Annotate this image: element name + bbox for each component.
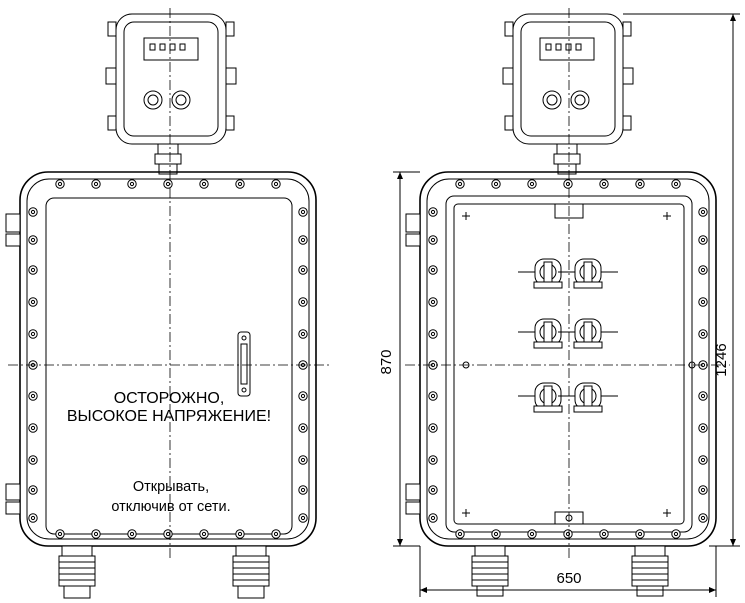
bolt — [428, 265, 438, 275]
bolt — [298, 455, 308, 465]
bolt — [28, 235, 38, 245]
circuit-breakers — [518, 258, 618, 413]
bolt — [28, 329, 38, 339]
bolt — [28, 265, 38, 275]
bolt — [298, 265, 308, 275]
bolt — [163, 529, 173, 539]
bolt — [298, 235, 308, 245]
bolt — [199, 529, 209, 539]
bolt — [298, 513, 308, 523]
bottom-gland-front-left — [58, 545, 96, 599]
door-handle — [237, 331, 251, 397]
bolt — [698, 423, 708, 433]
bolt — [428, 391, 438, 401]
bolt — [698, 207, 708, 217]
bolt — [28, 423, 38, 433]
main-enclosure-front — [5, 171, 317, 547]
breaker — [558, 382, 618, 413]
bolt — [91, 529, 101, 539]
bolt — [28, 485, 38, 495]
breaker — [558, 258, 618, 289]
bolt — [491, 179, 501, 189]
bolt — [127, 529, 137, 539]
main-enclosure-open — [405, 171, 717, 547]
bolt — [635, 529, 645, 539]
bolt — [271, 529, 281, 539]
bolt — [163, 179, 173, 189]
bolt — [671, 179, 681, 189]
bolt — [527, 529, 537, 539]
bolt — [428, 329, 438, 339]
bottom-gland-open-left — [471, 545, 509, 597]
bolt — [298, 329, 308, 339]
bolt — [428, 297, 438, 307]
bolt — [298, 423, 308, 433]
bolt — [298, 207, 308, 217]
bottom-gland-front-right — [232, 545, 270, 599]
bolt — [28, 513, 38, 523]
bolt — [527, 179, 537, 189]
bolt — [28, 455, 38, 465]
bottom-gland-open-right — [631, 545, 669, 597]
breaker — [558, 318, 618, 349]
bolt — [698, 455, 708, 465]
top-gland-front — [154, 143, 182, 175]
bolt — [428, 455, 438, 465]
top-gland-open — [553, 143, 581, 175]
bolt — [698, 235, 708, 245]
warning-line-1: ОСТОРОЖНО, — [114, 390, 225, 407]
mounting-marks — [462, 212, 696, 517]
bolt — [698, 297, 708, 307]
bolt — [563, 179, 573, 189]
bolt — [698, 485, 708, 495]
bolt — [55, 529, 65, 539]
flange-bolts-open — [428, 179, 708, 539]
bolt — [635, 179, 645, 189]
bolt — [428, 513, 438, 523]
bolt — [28, 391, 38, 401]
bolt — [491, 529, 501, 539]
bolt — [698, 329, 708, 339]
bolt — [455, 529, 465, 539]
bolt — [428, 485, 438, 495]
bolt — [271, 179, 281, 189]
open-view — [405, 8, 730, 597]
bolt — [199, 179, 209, 189]
bolt — [428, 207, 438, 217]
bolt — [599, 179, 609, 189]
terminal-box-front — [105, 13, 237, 145]
bolt — [428, 423, 438, 433]
bolt — [91, 179, 101, 189]
bolt — [298, 391, 308, 401]
bolt — [28, 207, 38, 217]
bolt — [698, 513, 708, 523]
warning-line-2: ВЫСОКОЕ НАПРЯЖЕНИЕ! — [67, 408, 271, 425]
dimension-870: 870 — [378, 349, 395, 374]
bolt — [698, 265, 708, 275]
front-view: ОСТОРОЖНО, ВЫСОКОЕ НАПРЯЖЕНИЕ! Открывать… — [5, 8, 330, 599]
dimension-1246: 1246 — [713, 343, 730, 376]
dimension-lines — [393, 13, 740, 597]
bolt — [428, 235, 438, 245]
bolt — [298, 485, 308, 495]
bolt — [298, 297, 308, 307]
note-line-1: Открывать, — [133, 479, 209, 495]
bolt — [235, 179, 245, 189]
bolt — [671, 529, 681, 539]
bolt — [455, 179, 465, 189]
bolt — [599, 529, 609, 539]
terminal-box-open — [502, 13, 634, 145]
bolt — [235, 529, 245, 539]
bolt — [28, 297, 38, 307]
note-line-2: отключив от сети. — [111, 499, 230, 515]
bolt — [563, 529, 573, 539]
flange-bolts-front — [28, 179, 308, 539]
bolt — [55, 179, 65, 189]
bolt — [127, 179, 137, 189]
dimension-650: 650 — [556, 570, 581, 587]
bolt — [698, 391, 708, 401]
